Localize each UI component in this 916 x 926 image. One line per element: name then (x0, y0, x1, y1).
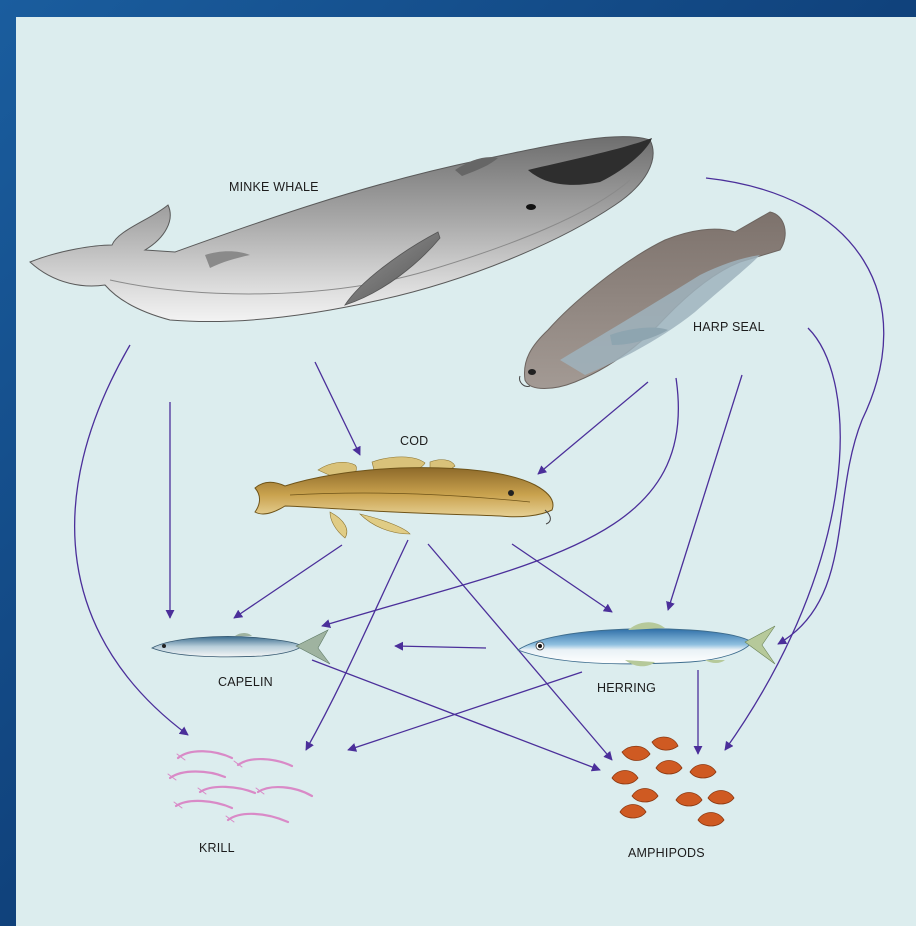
arrow-cod-to-herring (512, 544, 612, 612)
arrow-seal-to-cod (538, 382, 648, 474)
amphipods-illustration (612, 737, 734, 826)
arrow-herring-to-krill (348, 672, 582, 750)
cod-illustration (255, 457, 553, 538)
krill-illustration (168, 751, 312, 822)
arrow-capelin-to-amphipods (312, 660, 600, 770)
label-amphipods: AMPHIPODS (628, 846, 705, 860)
label-capelin: CAPELIN (218, 675, 273, 689)
harp-seal-illustration (520, 212, 786, 389)
herring-illustration (518, 622, 775, 666)
arrow-cod-to-capelin (234, 545, 342, 618)
arrow-herring-to-capelin (395, 646, 486, 648)
label-herring: HERRING (597, 681, 656, 695)
minke-whale-illustration (30, 137, 653, 322)
label-minke-whale: MINKE WHALE (229, 180, 319, 194)
arrow-whale-to-krill (75, 345, 188, 735)
arrow-cod-to-krill (306, 540, 408, 750)
capelin-illustration (152, 630, 330, 664)
arrow-whale-to-cod (315, 362, 360, 455)
label-harp-seal: HARP SEAL (693, 320, 765, 334)
label-cod: COD (400, 434, 428, 448)
arrow-seal-to-herring (668, 375, 742, 610)
label-krill: KRILL (199, 841, 235, 855)
arrow-seal-to-amphipods (725, 328, 840, 750)
